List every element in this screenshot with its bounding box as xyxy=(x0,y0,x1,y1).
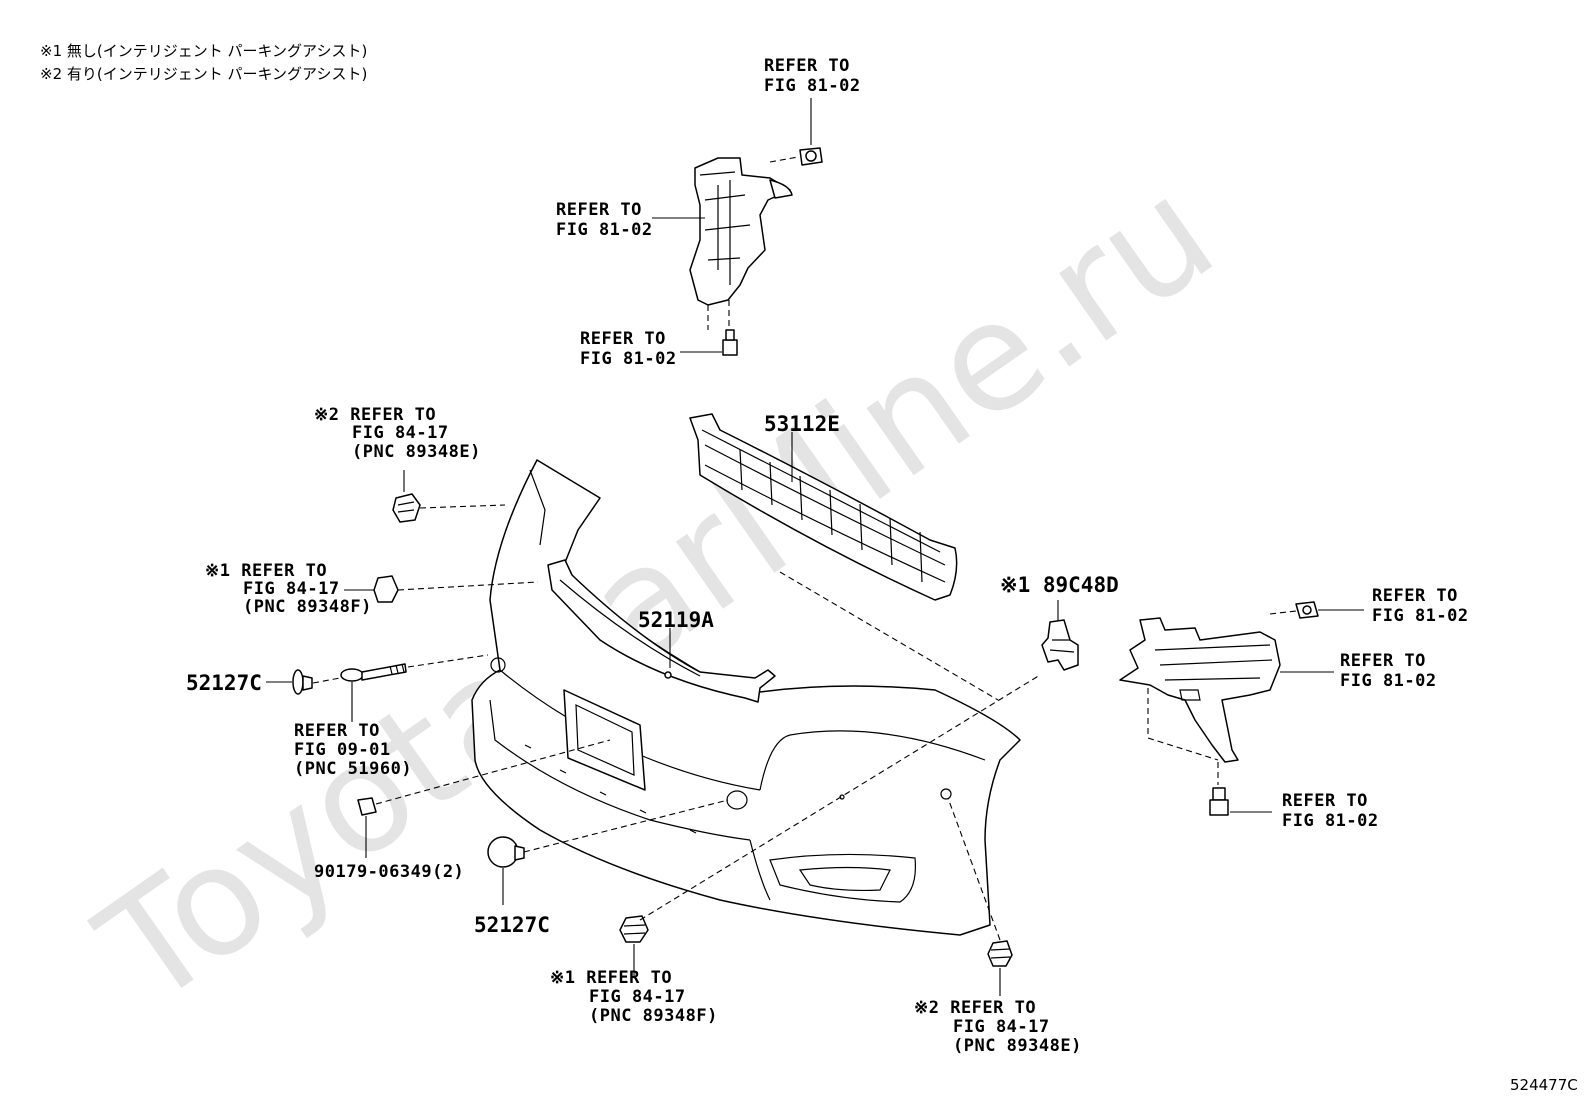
pn-cap-bottom: 52127C xyxy=(474,913,550,937)
callout-tow-hook-2: FIG 09-01 xyxy=(294,740,391,760)
clip-upper-left xyxy=(392,470,506,523)
pn-grille: 53112E xyxy=(764,412,840,436)
clip-bottom-right xyxy=(947,797,1013,996)
callout-clip-bottom-right-1: ※2 REFER TO xyxy=(914,998,1036,1018)
lower-grille xyxy=(689,413,958,601)
callout-clip-upper-left-3: (PNC 89348E) xyxy=(352,442,481,462)
callout-right-bracket-1: REFER TO xyxy=(1340,651,1426,671)
pn-retainer: 52119A xyxy=(638,608,714,632)
screw-plate xyxy=(357,739,611,858)
top-bumper-bracket xyxy=(689,157,793,306)
callout-clip-mid-left-3: (PNC 89348F) xyxy=(243,597,372,617)
callout-right-bracket-2: FIG 81-02 xyxy=(1340,671,1437,691)
callout-top-bracket-2: FIG 81-02 xyxy=(556,220,653,240)
retainer-bracket xyxy=(547,559,776,703)
note-2: ※2 有り(インテリジェント パーキングアシスト) xyxy=(40,65,367,83)
callout-clip-bottom-mid-3: (PNC 89348F) xyxy=(589,1006,718,1026)
figure-id: 524477C xyxy=(1510,1076,1578,1094)
callout-clip-upper-left-1: ※2 REFER TO xyxy=(314,405,436,425)
callout-clip-bottom-mid-1: ※1 REFER TO xyxy=(550,968,672,988)
callout-top-bolt-a-2: FIG 81-02 xyxy=(764,76,861,96)
right-bumper-bracket xyxy=(1119,617,1281,785)
pn-cap-left: 52127C xyxy=(186,671,262,695)
pn-screw: 90179-06349(2) xyxy=(314,862,464,882)
callout-clip-mid-left-2: FIG 84-17 xyxy=(243,579,340,599)
cap-bottom xyxy=(487,799,729,905)
clip-mid-left xyxy=(344,575,539,603)
callout-top-bolt-a-1: REFER TO xyxy=(764,56,850,76)
top-bolt-b xyxy=(680,300,738,356)
callout-tow-hook-1: REFER TO xyxy=(294,721,380,741)
tow-hook xyxy=(340,654,489,722)
clip-bottom-mid xyxy=(619,674,1041,976)
callout-top-bolt-b-1: REFER TO xyxy=(580,329,666,349)
pn-bracket-clip: ※1 89C48D xyxy=(1000,573,1119,597)
top-bolt-a xyxy=(769,98,823,166)
callout-clip-bottom-right-3: (PNC 89348E) xyxy=(953,1036,1082,1056)
callout-right-bolt-a-2: FIG 81-02 xyxy=(1372,606,1469,626)
right-bolt-a xyxy=(1269,601,1364,619)
callout-top-bolt-b-2: FIG 81-02 xyxy=(580,349,677,369)
callout-clip-bottom-right-2: FIG 84-17 xyxy=(953,1017,1050,1037)
callout-clip-bottom-mid-2: FIG 84-17 xyxy=(589,987,686,1007)
cap-left xyxy=(266,669,341,695)
callout-clip-upper-left-2: FIG 84-17 xyxy=(352,423,449,443)
callout-right-bolt-a-1: REFER TO xyxy=(1372,586,1458,606)
bracket-89c48d xyxy=(1041,600,1079,671)
callout-tow-hook-3: (PNC 51960) xyxy=(294,759,412,779)
callout-top-bracket-1: REFER TO xyxy=(556,200,642,220)
callout-right-bolt-b-1: REFER TO xyxy=(1282,791,1368,811)
note-1: ※1 無し(インテリジェント パーキングアシスト) xyxy=(40,42,367,60)
right-bolt-b xyxy=(1209,787,1272,816)
callout-right-bolt-b-2: FIG 81-02 xyxy=(1282,811,1379,831)
callout-clip-mid-left-1: ※1 REFER TO xyxy=(205,561,327,581)
